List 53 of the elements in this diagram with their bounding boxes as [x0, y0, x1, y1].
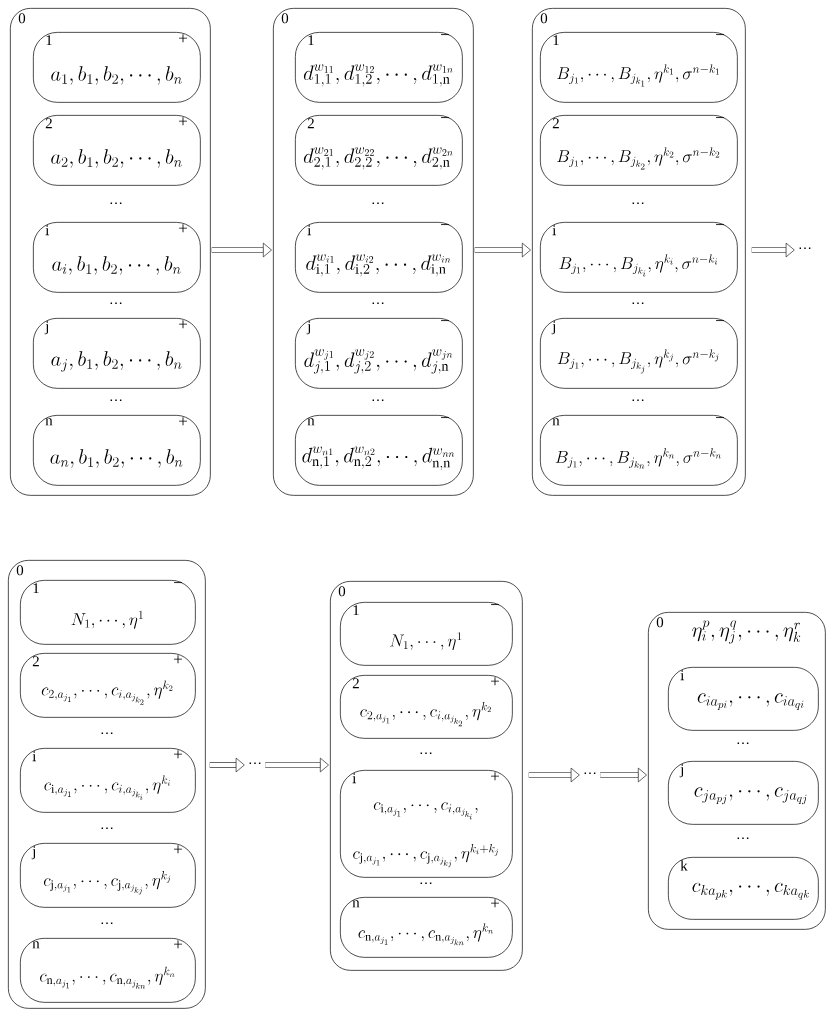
rounded-box: i − $d_{\mathrm{i},1}^{w_{i1}},d_{\mathrm{i},2}^{w_{i2}},\cdots,d_{\mathrm{i},\mathrm{n}}^{w_{in}}$: [295, 222, 463, 293]
ellipsis: ⋯: [101, 827, 113, 830]
rounded-box: 2 + $c_{2,a_{j_{1}}},\cdots,c_{i,a_{j_{k_{2}}}},\eta^{k_{2}}$: [340, 675, 513, 739]
rounded-box: j $c_{ja_{pj}},\cdots,c_{ja_{qj}}$: [668, 761, 819, 825]
block-arrow: [474, 242, 531, 258]
rounded-box: j − $d_{j,1}^{w_{j1}},d_{j,2}^{w_{j2}},\cdots,d_{j,\mathrm{n}}^{w_{jn}}$: [295, 318, 463, 389]
ellipsis: ⋯: [101, 732, 113, 735]
rounded-box: i + $a_{i},b_{1},b_{2},\cdots,b_{n}$: [33, 222, 201, 293]
ellipsis: ⋯: [110, 302, 122, 305]
rounded-box: 2 − $d_{2,1}^{w_{21}},d_{2,2}^{w_{22}},\cdots,d_{2,\mathrm{n}}^{w_{2n}}$: [295, 115, 463, 186]
ellipsis: ⋯: [372, 399, 384, 402]
ellipsis: ⋯: [110, 399, 122, 402]
rounded-box: 1 − $N_{1},\cdots,\eta^{1}$: [340, 602, 513, 666]
block-arrow: [211, 242, 272, 258]
rounded-box: 1 + $a_{1},b_{1},b_{2},\cdots,b_{n}$: [33, 32, 201, 103]
ellipsis: ⋯: [584, 772, 596, 775]
block-arrow: [265, 757, 329, 773]
rounded-box: j − $B_{j_{1}},\cdots,B_{j_{k_{j}}},\eta^{k_{j}},\sigma^{n-k_{j}}$: [540, 318, 738, 389]
block-arrow: [600, 767, 647, 783]
rounded-box: i − $B_{j_{1}},\cdots,B_{j_{k_{i}}},\eta^{k_{i}},\sigma^{n-k_{i}}$: [540, 222, 738, 293]
ellipsis: ⋯: [632, 202, 644, 205]
ellipsis: ⋯: [799, 247, 811, 250]
ellipsis: ⋯: [737, 742, 749, 745]
rounded-box: k $c_{ka_{pk}},\cdots,c_{ka_{qk}}$: [668, 857, 819, 920]
rounded-box: i + $c_{\mathrm{i},a_{j_{1}}},\cdots,c_{i,a_{j_{k_{i}}}},$ $c_{\mathrm{j},a_{j_{1}}},\cdots,c_{\mathrm{j},a_{j_{kj}}},\eta^{k_{i}+k_{j}}$: [340, 770, 513, 878]
ellipsis: ⋯: [632, 302, 644, 305]
rounded-box: i + $c_{\mathrm{i},a_{j_{1}}},\cdots,c_{i,a_{j_{k_{i}}}},\eta^{k_{i}}$: [20, 748, 196, 813]
block-arrow: [528, 767, 580, 783]
block-arrow: [751, 242, 795, 258]
rounded-box: 1 − $B_{j_{1}},\cdots,B_{j_{k_{1}}},\eta^{k_{1}},\sigma^{n-k_{1}}$: [540, 32, 738, 103]
ellipsis: ⋯: [249, 762, 261, 765]
rounded-box: n + $c_{\mathrm{n},a_{j_{1}}},\cdots,c_{\mathrm{n},a_{j_{kn}}},\eta^{k_{n}}$: [20, 938, 196, 1003]
rounded-box: j + $c_{\mathrm{j},a_{j_{1}}},\cdots,c_{\mathrm{j},a_{j_{kj}}},\eta^{k_{j}}$: [20, 843, 196, 908]
rounded-box: n − $d_{\mathrm{n},1}^{w_{n1}},d_{\mathrm{n},2}^{w_{n2}},\cdots,d_{\mathrm{n},\mathrm{n}}^{w_{nn}}$: [295, 415, 463, 486]
ellipsis: ⋯: [420, 882, 432, 885]
rounded-box: n − $B_{j_{1}},\cdots,B_{j_{k_{n}}},\eta^{k_{n}},\sigma^{n-k_{n}}$: [540, 415, 738, 486]
rounded-box: n + $a_{n},b_{1},b_{2},\cdots,b_{n}$: [33, 415, 201, 486]
ellipsis: ⋯: [372, 302, 384, 305]
rounded-box: 1 − $N_{1},\cdots,\eta^{1}$: [20, 580, 196, 645]
rounded-box: 2 + $a_{2},b_{1},b_{2},\cdots,b_{n}$: [33, 115, 201, 186]
ellipsis: ⋯: [737, 837, 749, 840]
rounded-box: n + $c_{\mathrm{n},a_{j_{1}}},\cdots,c_{\mathrm{n},a_{j_{kn}}},\eta^{k_{n}}$: [340, 897, 513, 958]
rounded-box: i $c_{ia_{pi}},\cdots,c_{ia_{qi}}$: [668, 667, 819, 731]
block-arrow: [209, 757, 245, 773]
ellipsis: ⋯: [110, 202, 122, 205]
rounded-box: 1 − $d_{1,1}^{w_{11}},d_{1,2}^{w_{12}},\cdots,d_{1,\mathrm{n}}^{w_{1n}}$: [295, 32, 463, 103]
rounded-box: 2 − $B_{j_{1}},\cdots,B_{j_{k_{2}}},\eta^{k_{2}},\sigma^{n-k_{2}}$: [540, 115, 738, 186]
rounded-box: j + $a_{j},b_{1},b_{2},\cdots,b_{n}$: [33, 318, 201, 389]
ellipsis: ⋯: [372, 202, 384, 205]
ellipsis: ⋯: [420, 752, 432, 755]
rounded-box: 2 + $c_{2,a_{j_{1}}},\cdots,c_{i,a_{j_{k_{2}}}},\eta^{k_{2}}$: [20, 653, 196, 718]
ellipsis: ⋯: [101, 922, 113, 925]
ellipsis: ⋯: [632, 399, 644, 402]
